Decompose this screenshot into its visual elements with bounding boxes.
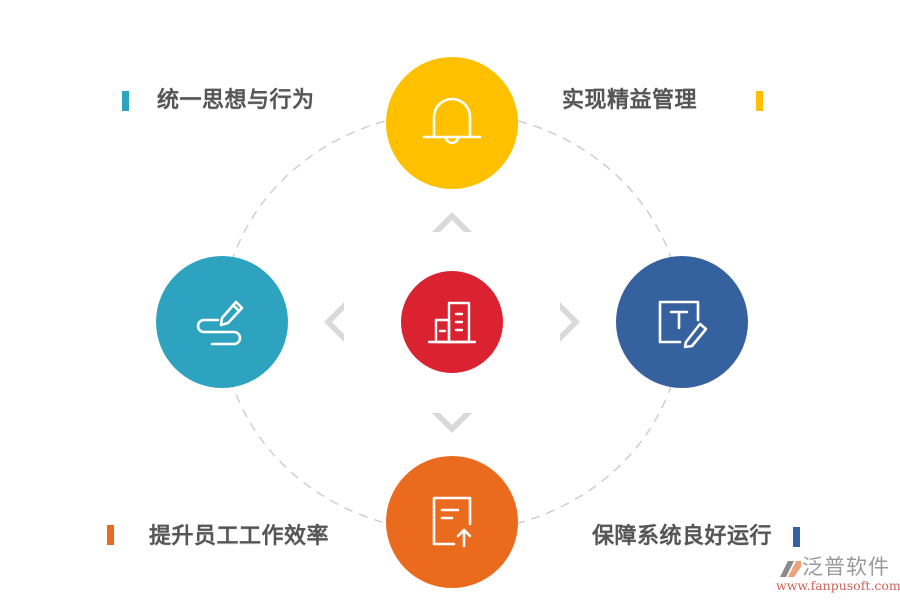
label-improve-efficiency: 提升员工工作效率	[149, 524, 330, 549]
bottom-node	[386, 456, 518, 588]
right-node	[616, 256, 748, 388]
top-right-accent-bar	[756, 91, 763, 111]
building-icon	[427, 301, 477, 344]
fanpu-logo-icon	[780, 561, 801, 577]
arrow-right-icon	[560, 302, 580, 342]
watermark: 泛普软件 www.fanpusoft.com	[772, 555, 900, 595]
bell-icon	[422, 97, 482, 145]
watermark-name: 泛普软件	[802, 555, 890, 579]
label-lean-management: 实现精益管理	[562, 88, 698, 113]
arrow-left-icon	[324, 302, 344, 342]
arrow-down-icon	[432, 413, 472, 433]
pen-signature-icon	[196, 300, 244, 346]
bottom-left-accent-bar	[107, 525, 114, 545]
arrow-up-icon	[432, 212, 472, 232]
label-system-operation: 保障系统良好运行	[592, 524, 773, 549]
top-node	[386, 57, 518, 189]
bottom-right-accent-bar	[793, 527, 800, 547]
center-node	[401, 271, 503, 373]
text-edit-icon	[658, 300, 708, 349]
watermark-url: www.fanpusoft.com	[776, 578, 900, 593]
document-upload-icon	[432, 496, 472, 548]
top-left-accent-bar	[122, 91, 129, 111]
label-unify-thinking: 统一思想与行为	[157, 88, 315, 113]
left-node	[156, 256, 288, 388]
